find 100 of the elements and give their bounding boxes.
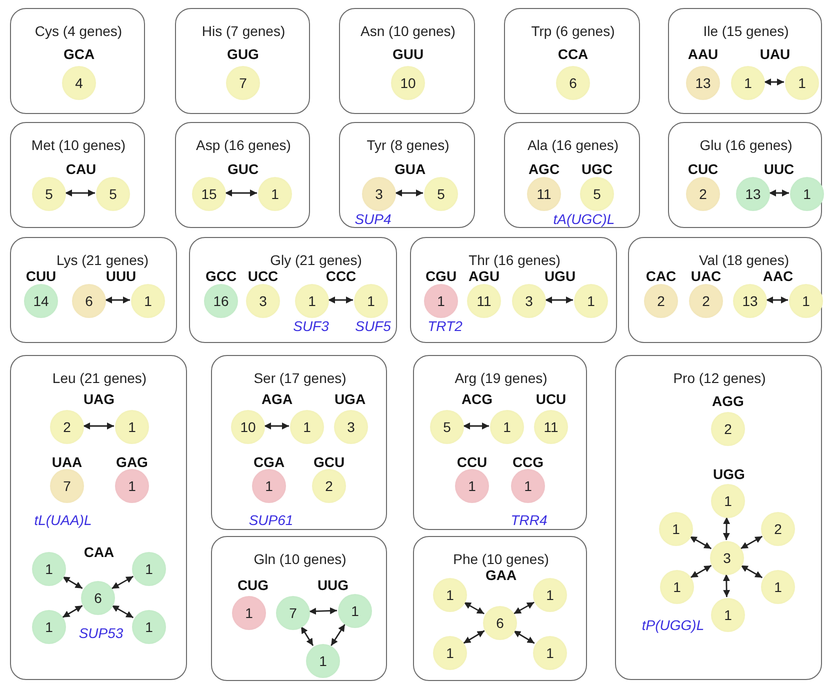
- amino-acid-panel: [628, 237, 822, 343]
- double-arrow: [105, 296, 130, 304]
- gene-count-circle: 4: [62, 66, 96, 100]
- codon-label: CUG: [237, 577, 269, 593]
- codon-label: CGA: [253, 454, 285, 470]
- gene-count-circle: 1: [132, 610, 166, 644]
- gene-name-label: SUP4: [354, 211, 392, 227]
- codon-label: GUU: [392, 46, 424, 62]
- gene-name-label: SUF5: [355, 318, 391, 334]
- gene-count-circle: 7: [276, 596, 310, 630]
- gene-count-circle: 14: [24, 284, 58, 318]
- codon-label: CGU: [425, 268, 457, 284]
- amino-acid-panel: [10, 8, 145, 114]
- amino-acid-panel: [339, 122, 475, 228]
- gene-count-circle: 3: [334, 410, 368, 444]
- gene-name-label: tL(UAA)L: [34, 512, 92, 528]
- gene-count-circle: 1: [338, 594, 372, 628]
- gene-count-circle: 1: [789, 284, 823, 318]
- double-arrow: [514, 602, 534, 614]
- gene-count-circle: 10: [391, 66, 425, 100]
- double-arrow: [513, 630, 535, 644]
- amino-acid-panel: [668, 8, 822, 114]
- gene-count-circle: 2: [689, 284, 723, 318]
- gene-name-label: tP(UGG)L: [642, 617, 704, 633]
- double-arrow: [463, 630, 485, 644]
- amino-acid-panel: [10, 122, 145, 228]
- gene-count-circle: 1: [785, 66, 819, 100]
- gene-count-circle: 1: [711, 598, 745, 632]
- double-arrow: [308, 607, 338, 615]
- gene-count-circle: 1: [252, 469, 286, 503]
- panel-title: Asn (10 genes): [360, 23, 456, 39]
- gene-count-circle: 1: [659, 512, 693, 546]
- double-arrow: [740, 536, 763, 550]
- codon-label: GUG: [227, 46, 259, 62]
- amino-acid-panel: [10, 355, 187, 680]
- gene-count-circle: 2: [711, 412, 745, 446]
- double-arrow: [769, 190, 789, 196]
- codon-label: UUC: [764, 161, 794, 177]
- codon-label: GCU: [313, 454, 345, 470]
- gene-count-circle: 3: [512, 284, 546, 318]
- gene-count-circle: 1: [511, 469, 545, 503]
- codon-label: AGA: [261, 391, 293, 407]
- amino-acid-panel: [668, 122, 822, 228]
- amino-acid-panel: [211, 355, 387, 530]
- gene-count-circle: 1: [574, 284, 608, 318]
- panel-title: Lys (21 genes): [56, 252, 149, 268]
- amino-acid-panel: [615, 355, 822, 680]
- amino-acid-panel: [175, 8, 310, 114]
- gene-count-circle: 1: [115, 469, 149, 503]
- amino-acid-panel: [413, 355, 587, 530]
- double-arrow: [766, 296, 788, 304]
- panel-title: Val (18 genes): [699, 252, 789, 268]
- double-arrow: [545, 296, 573, 304]
- codon-label: UGU: [544, 268, 576, 284]
- codon-label: AAC: [762, 268, 794, 284]
- gene-count-circle: 1: [711, 484, 745, 518]
- gene-count-circle: 1: [533, 636, 567, 670]
- gene-name-label: SUF3: [293, 318, 329, 334]
- gene-count-circle: 3: [362, 177, 396, 211]
- codon-label: CCG: [512, 454, 544, 470]
- gene-count-circle: 1: [790, 177, 824, 211]
- gene-count-circle: 6: [81, 581, 115, 615]
- codon-label: CAA: [84, 544, 114, 560]
- double-arrow: [764, 78, 784, 86]
- codon-label: UCC: [248, 268, 278, 284]
- gene-count-circle: 13: [733, 284, 767, 318]
- double-arrow: [330, 624, 346, 646]
- gene-count-circle: 1: [295, 284, 329, 318]
- gene-count-circle: 1: [32, 552, 66, 586]
- codon-label: UGG: [713, 466, 745, 482]
- gene-count-circle: 2: [644, 284, 678, 318]
- double-arrow: [65, 190, 95, 196]
- gene-count-circle: 1: [424, 284, 458, 318]
- codon-label: CUC: [688, 161, 718, 177]
- double-arrow: [395, 190, 423, 196]
- gene-count-circle: 2: [761, 512, 795, 546]
- gene-count-circle: 15: [192, 177, 226, 211]
- gene-name-label: SUP61: [248, 512, 294, 528]
- panel-title: Ser (17 genes): [254, 370, 346, 386]
- amino-acid-panel: [504, 122, 640, 228]
- amino-acid-panel: [10, 237, 177, 343]
- double-arrow: [111, 576, 134, 590]
- double-arrow: [722, 574, 730, 598]
- panel-title: Ala (16 genes): [527, 137, 619, 153]
- amino-acid-panel: [189, 237, 397, 343]
- double-arrow: [463, 422, 489, 430]
- codon-label: UCU: [536, 391, 566, 407]
- codon-label: UAC: [690, 268, 722, 284]
- gene-count-circle: 1: [455, 469, 489, 503]
- panel-title: Tyr (8 genes): [366, 137, 450, 153]
- codon-label: AAU: [688, 46, 718, 62]
- codon-label: UAU: [760, 46, 790, 62]
- gene-name-label: SUP53: [78, 625, 124, 641]
- gene-count-circle: 1: [354, 284, 388, 318]
- double-arrow: [111, 604, 134, 618]
- codon-label: GUA: [394, 161, 426, 177]
- codon-label: UGC: [581, 161, 613, 177]
- gene-count-circle: 1: [306, 644, 340, 678]
- amino-acid-panel: [175, 122, 310, 228]
- gene-name-label: tA(UGC)L: [553, 211, 615, 227]
